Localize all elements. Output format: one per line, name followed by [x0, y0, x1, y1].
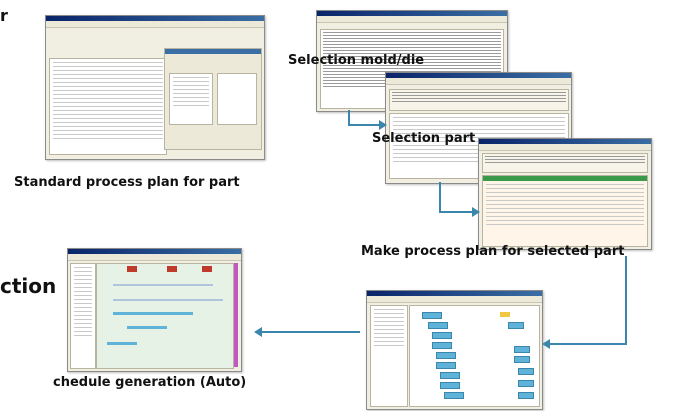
corner-letter: r: [0, 6, 8, 25]
schedule-screenshot: [67, 248, 242, 372]
arrow-part-to-plan: [439, 182, 480, 217]
selection-mold-screenshot: [316, 10, 508, 112]
selection-mold-caption: Selection mold/die: [288, 53, 425, 68]
section-partial-caption: ction: [0, 274, 57, 298]
selection-part-caption: Selection part: [372, 131, 476, 146]
arrow-tree-to-schedule: [254, 327, 360, 337]
make-plan-screenshot: [478, 138, 652, 250]
make-plan-caption: Make process plan for selected part: [361, 244, 625, 259]
selection-part-screenshot: [385, 72, 572, 184]
arrow-plan-to-tree: [542, 256, 627, 349]
schedule-caption: chedule generation (Auto): [53, 375, 247, 390]
standard-plan-screenshot: [45, 15, 265, 160]
process-tree-screenshot: [366, 290, 543, 410]
standard-plan-caption: Standard process plan for part: [14, 175, 240, 190]
arrow-mold-to-part: [348, 110, 387, 130]
